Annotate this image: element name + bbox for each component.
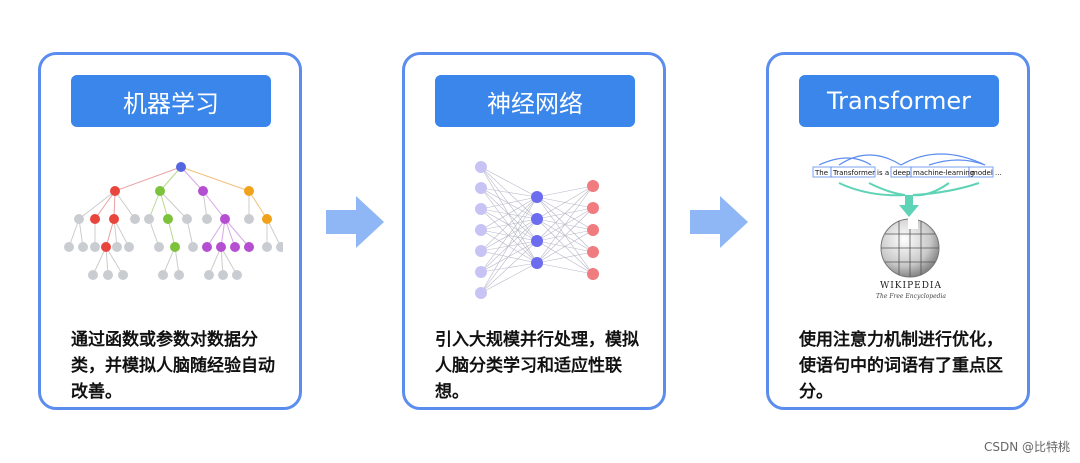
- nn-connection: [480, 166, 538, 220]
- nn-node: [587, 224, 599, 236]
- neural-network-icon: [475, 161, 599, 299]
- nn-node: [475, 182, 487, 194]
- transformer-card: Transformer The Transformer is a deep ma…: [766, 52, 1030, 410]
- nn-connection: [536, 185, 594, 264]
- nn-connection: [480, 196, 538, 210]
- machine-learning-description: 通过函数或参数对数据分类，并模拟人脑随经验自动改善。: [71, 330, 275, 402]
- neural-network-description: 引入大规模并行处理，模拟人脑分类学习和适应性联想。: [435, 330, 639, 402]
- nn-connection: [480, 229, 538, 242]
- token: machine-learning: [913, 169, 974, 177]
- nn-connection: [480, 196, 538, 252]
- token: is a: [877, 169, 889, 177]
- nn-node: [531, 213, 543, 225]
- nn-connection: [480, 187, 538, 242]
- tree-diagram-icon: [64, 162, 283, 280]
- nn-connection: [480, 166, 538, 198]
- nn-connection: [480, 229, 538, 264]
- nn-connection: [480, 208, 538, 264]
- nn-connection: [480, 166, 538, 242]
- nn-connection: [480, 196, 538, 231]
- arrow-right-icon: [326, 196, 384, 248]
- nn-node: [531, 191, 543, 203]
- machine-learning-title: 机器学习: [71, 75, 271, 127]
- attention-diagram-icon: The Transformer is a deep machine-learni…: [812, 153, 1002, 217]
- nn-node: [587, 246, 599, 258]
- machine-learning-card: 机器学习: [38, 52, 302, 410]
- arrow-right-icon: [690, 196, 748, 248]
- nn-node: [531, 257, 543, 269]
- neural-network-title: 神经网络: [435, 75, 635, 127]
- nn-connection: [536, 251, 594, 264]
- nn-connection: [480, 240, 538, 294]
- neural-network-card: 神经网络 引入大规模并行处理，模拟人脑分类学习和适应性联想。: [402, 52, 666, 410]
- nn-node: [475, 266, 487, 278]
- nn-connection: [480, 208, 538, 220]
- nn-connection: [480, 250, 538, 264]
- wikipedia-wordmark: WIKIPEDIA: [880, 281, 942, 291]
- nn-connection: [480, 262, 538, 294]
- nn-connection: [480, 262, 538, 273]
- nn-node: [587, 180, 599, 192]
- nn-connection: [536, 207, 594, 264]
- nn-connection: [480, 218, 538, 231]
- nn-node: [587, 202, 599, 214]
- transformer-description: 使用注意力机制进行优化，使语句中的词语有了重点区分。: [799, 330, 1003, 402]
- nn-connection: [480, 196, 538, 273]
- token: The: [814, 169, 828, 177]
- nn-node: [475, 203, 487, 215]
- nn-node: [531, 235, 543, 247]
- nn-connection: [536, 262, 594, 275]
- nn-node: [475, 287, 487, 299]
- watermark: CSDN @比特桃: [983, 440, 1070, 454]
- nn-connection: [480, 187, 538, 264]
- wikipedia-tagline: The Free Encyclopedia: [876, 293, 946, 300]
- nn-node: [475, 245, 487, 257]
- nn-connection: [480, 240, 538, 273]
- nn-connection: [480, 187, 538, 220]
- token: Transformer: [832, 169, 875, 177]
- token: model: [971, 169, 993, 177]
- token: ...: [995, 169, 1002, 177]
- nn-node: [475, 161, 487, 173]
- nn-connection: [480, 166, 538, 264]
- wikipedia-globe-icon: [880, 217, 940, 278]
- nn-connection: [480, 240, 538, 252]
- nn-connection: [480, 208, 538, 242]
- nn-connection: [536, 185, 594, 242]
- nn-connection: [480, 196, 538, 294]
- nn-connection: [536, 229, 594, 264]
- nn-connection: [536, 185, 594, 198]
- nn-node: [475, 224, 487, 236]
- token: deep: [893, 169, 911, 177]
- nn-connection: [480, 187, 538, 198]
- transformer-title: Transformer: [799, 75, 999, 127]
- nn-connection: [536, 185, 594, 220]
- nn-connection: [480, 218, 538, 294]
- nn-node: [587, 268, 599, 280]
